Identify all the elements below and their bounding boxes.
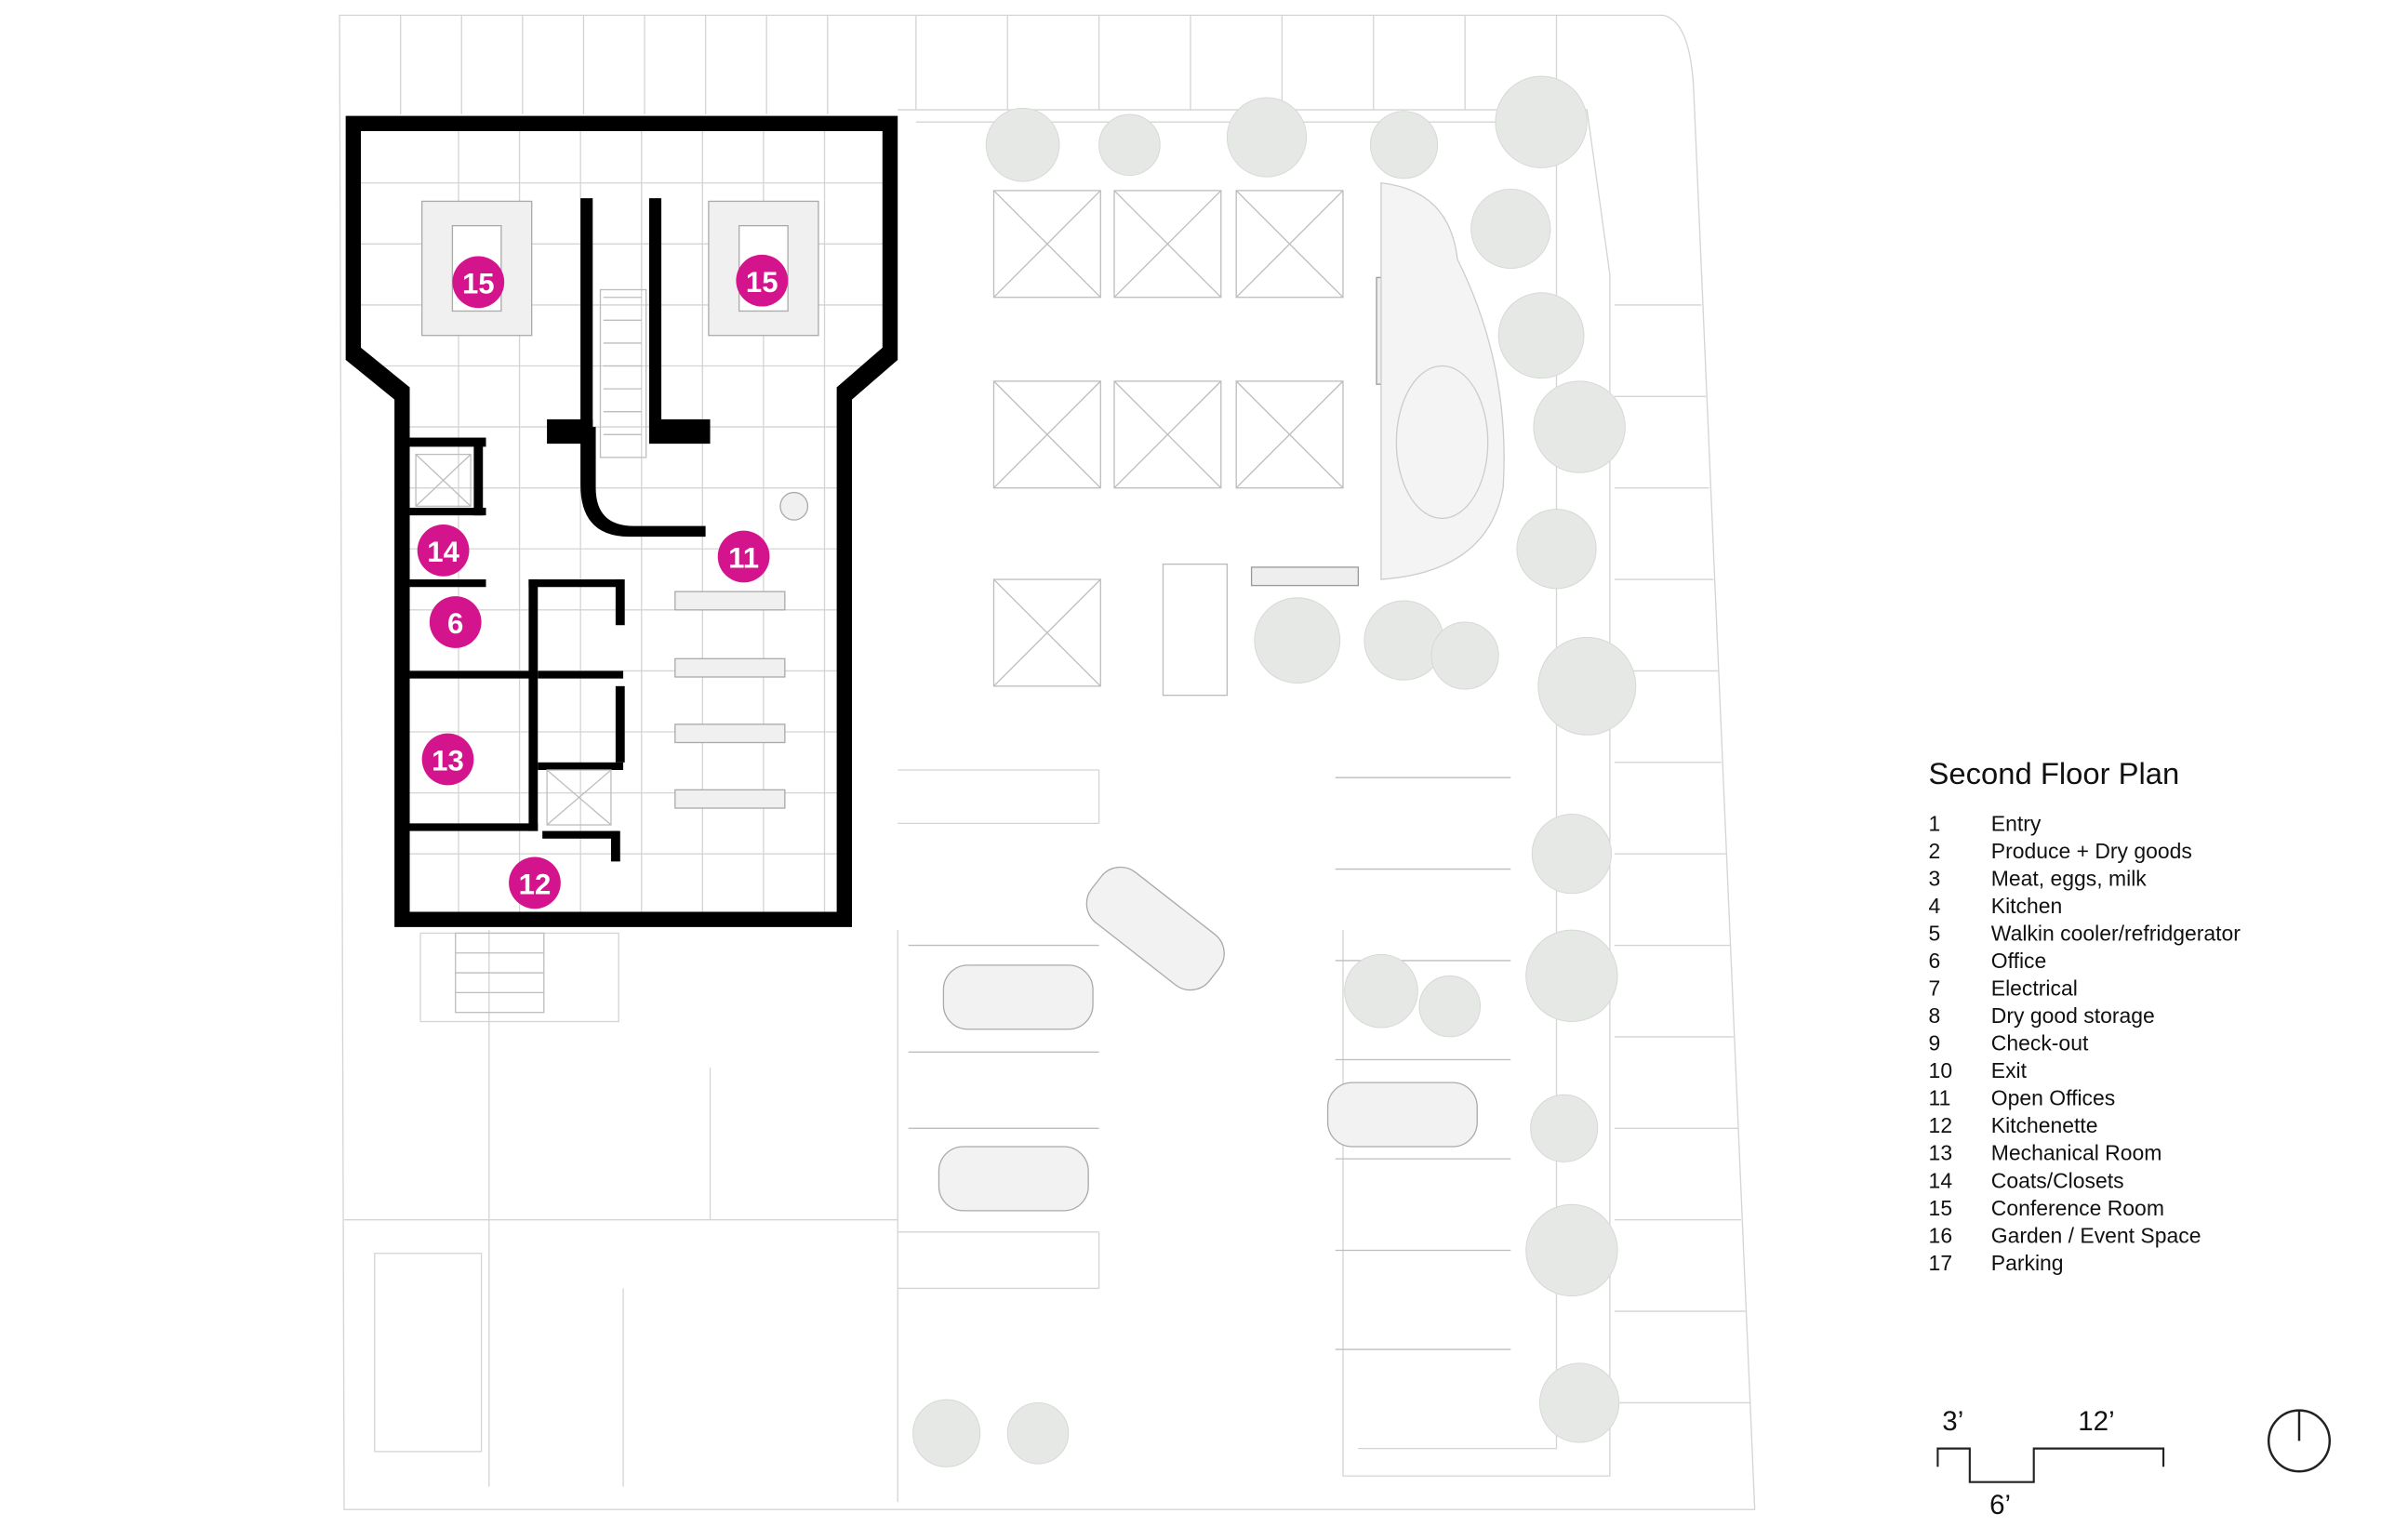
legend-item-number: 2 [1929, 839, 1941, 863]
legend-item-label: Electrical [1991, 976, 2078, 1001]
legend-item-number: 15 [1929, 1196, 1953, 1220]
legend-item-label: Check-out [1991, 1031, 2089, 1055]
legend-item-label: Kitchenette [1991, 1113, 2098, 1137]
legend-item-label: Coats/Closets [1991, 1168, 2124, 1192]
room-marker-15: 15 [736, 254, 789, 307]
legend-item-number: 8 [1929, 1003, 1941, 1028]
bench [1250, 566, 1360, 587]
car [942, 964, 1094, 1030]
legend-item-number: 13 [1929, 1141, 1953, 1165]
room-marker-11: 11 [717, 530, 770, 583]
svg-text:11: 11 [728, 542, 759, 575]
legend-title: Second Floor Plan [1929, 756, 2180, 790]
legend-item-number: 9 [1929, 1031, 1941, 1055]
room-marker-14: 14 [417, 524, 470, 577]
legend-item-label: Produce + Dry goods [1991, 839, 2192, 863]
bike-rack [1162, 563, 1229, 697]
exterior-stair [455, 932, 545, 1014]
legend-item-number: 12 [1929, 1113, 1953, 1137]
legend-item-label: Mechanical Room [1991, 1141, 2162, 1165]
scale-label-3ft: 3’ [1942, 1406, 1963, 1437]
car [1326, 1082, 1478, 1148]
garden [912, 75, 1637, 1467]
legend-item-label: Entry [1991, 812, 2042, 836]
building [345, 115, 898, 927]
svg-text:12: 12 [519, 868, 552, 900]
legend-item-number: 10 [1929, 1058, 1953, 1082]
scale-bar: 3’ 6’ 12’ [1936, 1406, 2165, 1520]
legend-item-number: 3 [1929, 867, 1941, 891]
legend-item-number: 7 [1929, 976, 1941, 1001]
legend-item-number: 5 [1929, 922, 1941, 946]
legend-item-number: 17 [1929, 1251, 1953, 1275]
car [1085, 866, 1225, 991]
legend-item-label: Kitchen [1991, 894, 2063, 918]
legend-item-number: 6 [1929, 949, 1941, 973]
legend-item-number: 4 [1929, 894, 1941, 918]
room-marker-15: 15 [452, 256, 505, 309]
svg-text:14: 14 [427, 536, 459, 568]
room-marker-6: 6 [429, 596, 482, 648]
svg-text:6: 6 [447, 607, 463, 640]
svg-text:15: 15 [746, 266, 778, 299]
legend-item-label: Walkin cooler/refridgerator [1991, 922, 2241, 946]
legend-item-number: 14 [1929, 1168, 1953, 1192]
legend-item-label: Garden / Event Space [1991, 1223, 2201, 1247]
car [938, 1146, 1089, 1212]
scale-label-6ft: 6’ [1989, 1490, 2011, 1520]
legend-item-label: Open Offices [1991, 1086, 2115, 1110]
north-arrow-icon [2267, 1409, 2332, 1473]
legend-item-label: Office [1991, 949, 2047, 973]
svg-text:15: 15 [462, 267, 495, 299]
room-marker-12: 12 [509, 856, 561, 909]
legend-item-label: Dry good storage [1991, 1003, 2155, 1028]
scale-label-12ft: 12’ [2078, 1406, 2114, 1437]
legend-item-number: 1 [1929, 812, 1941, 836]
room-marker-13: 13 [421, 733, 474, 786]
legend-item-label: Meat, eggs, milk [1991, 867, 2148, 891]
legend-item-label: Exit [1991, 1058, 2028, 1082]
legend-item-label: Conference Room [1991, 1196, 2164, 1220]
svg-text:13: 13 [432, 745, 464, 777]
legend-item-label: Parking [1991, 1251, 2064, 1275]
legend: Second Floor Plan 1 Entry 2 Produce + Dry g… [1929, 756, 2241, 1275]
legend-item-number: 11 [1929, 1086, 1951, 1110]
legend-item-number: 16 [1929, 1223, 1953, 1247]
